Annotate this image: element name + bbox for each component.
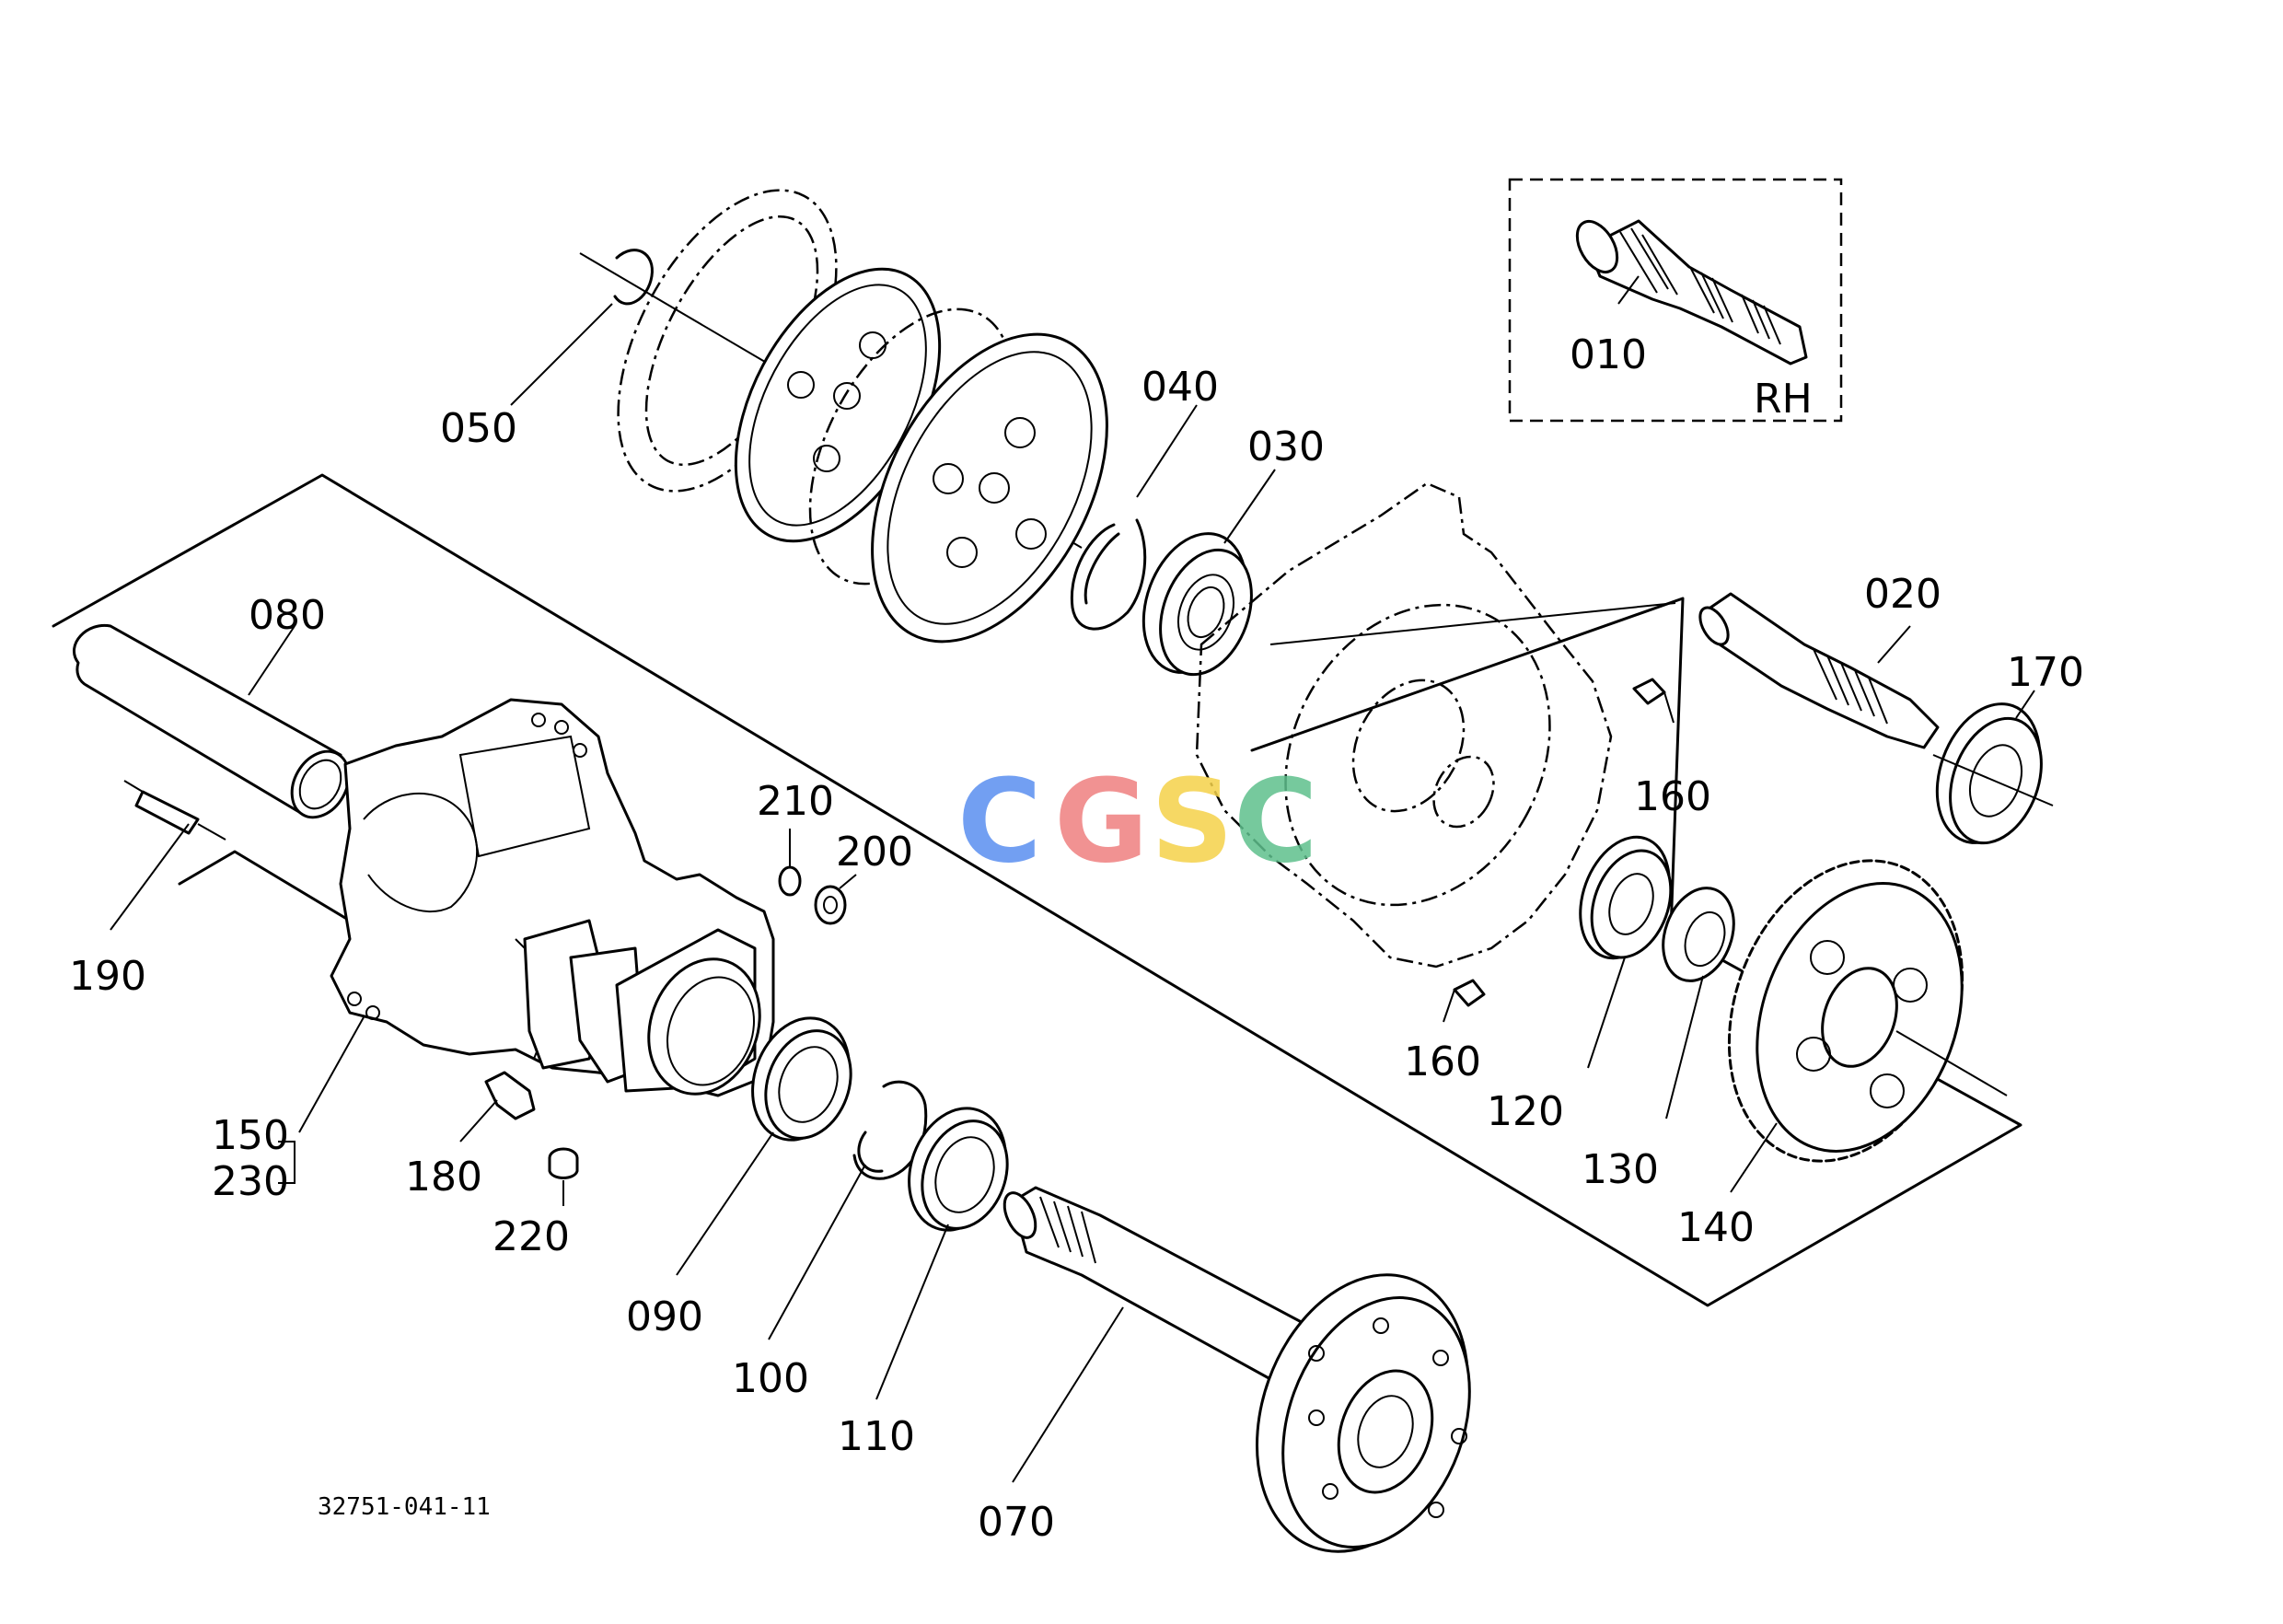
part-label-110: 110 [838, 1413, 915, 1460]
gear-140 [1727, 859, 2008, 1163]
part-label-190: 190 [69, 953, 146, 1000]
watermark-letter-1: C [957, 755, 1042, 888]
group-boundary-line [52, 473, 2022, 1307]
watermark-letter-4: C [1234, 755, 1318, 888]
part-label-050: 050 [440, 405, 517, 452]
collar-130 [1662, 887, 1735, 982]
axle-housing [330, 698, 775, 1097]
pipe-080 [72, 623, 351, 819]
axle-070 [1002, 1186, 1471, 1553]
snap-ring-050 [613, 249, 654, 306]
part-label-130: 130 [1582, 1146, 1659, 1193]
stud-190 [123, 780, 226, 841]
part-label-080: 080 [249, 592, 326, 639]
part-label-160-lower: 160 [1404, 1038, 1481, 1085]
bearing-120 [1579, 835, 1673, 960]
bearing-090 [751, 1016, 852, 1142]
washer-210 [778, 865, 802, 897]
shaft-020 [1698, 592, 1940, 749]
bolt-180 [484, 1071, 536, 1120]
nut-200 [814, 885, 847, 925]
rh-inset-box [1508, 178, 1843, 423]
dowel-pin-160-upper [1632, 678, 1666, 705]
part-label-220: 220 [493, 1213, 570, 1260]
part-label-100: 100 [732, 1355, 809, 1402]
leader-lines [110, 303, 2035, 1483]
part-label-040: 040 [1142, 364, 1219, 411]
part-label-030: 030 [1247, 423, 1325, 470]
inset-label-rh: RH [1754, 376, 1813, 423]
part-label-120: 120 [1487, 1088, 1564, 1135]
bearing-110 [908, 1107, 1009, 1232]
part-label-140: 140 [1677, 1204, 1755, 1251]
dowel-pin-160-lower [1453, 979, 1486, 1007]
part-labels: 010 RH 020 030 040 050 070 080 090 100 1… [69, 331, 2084, 1546]
shaft-010-drawing [1575, 219, 1808, 365]
part-label-230: 230 [212, 1158, 289, 1205]
case-cover [1195, 481, 1676, 969]
part-label-010: 010 [1570, 331, 1647, 378]
watermark: C G S C [957, 755, 1318, 888]
watermark-letter-3: S [1151, 755, 1234, 888]
part-label-200: 200 [836, 829, 913, 876]
clutch-disc-stack [579, 189, 1253, 677]
part-label-070: 070 [978, 1499, 1055, 1546]
part-label-160-upper: 160 [1634, 773, 1711, 820]
part-label-210: 210 [757, 778, 834, 825]
bearing-170 [1932, 702, 2054, 845]
plug-220 [548, 1147, 579, 1179]
watermark-letter-2: G [1054, 755, 1149, 888]
circlip-040 [1070, 518, 1147, 631]
leader-010 [1617, 275, 1640, 305]
part-label-150: 150 [212, 1112, 289, 1159]
part-label-020: 020 [1864, 571, 1941, 618]
part-label-170: 170 [2007, 649, 2084, 696]
drawing-number: 32751-041-11 [318, 1493, 491, 1521]
part-label-180: 180 [405, 1154, 482, 1201]
part-label-090: 090 [626, 1293, 703, 1340]
